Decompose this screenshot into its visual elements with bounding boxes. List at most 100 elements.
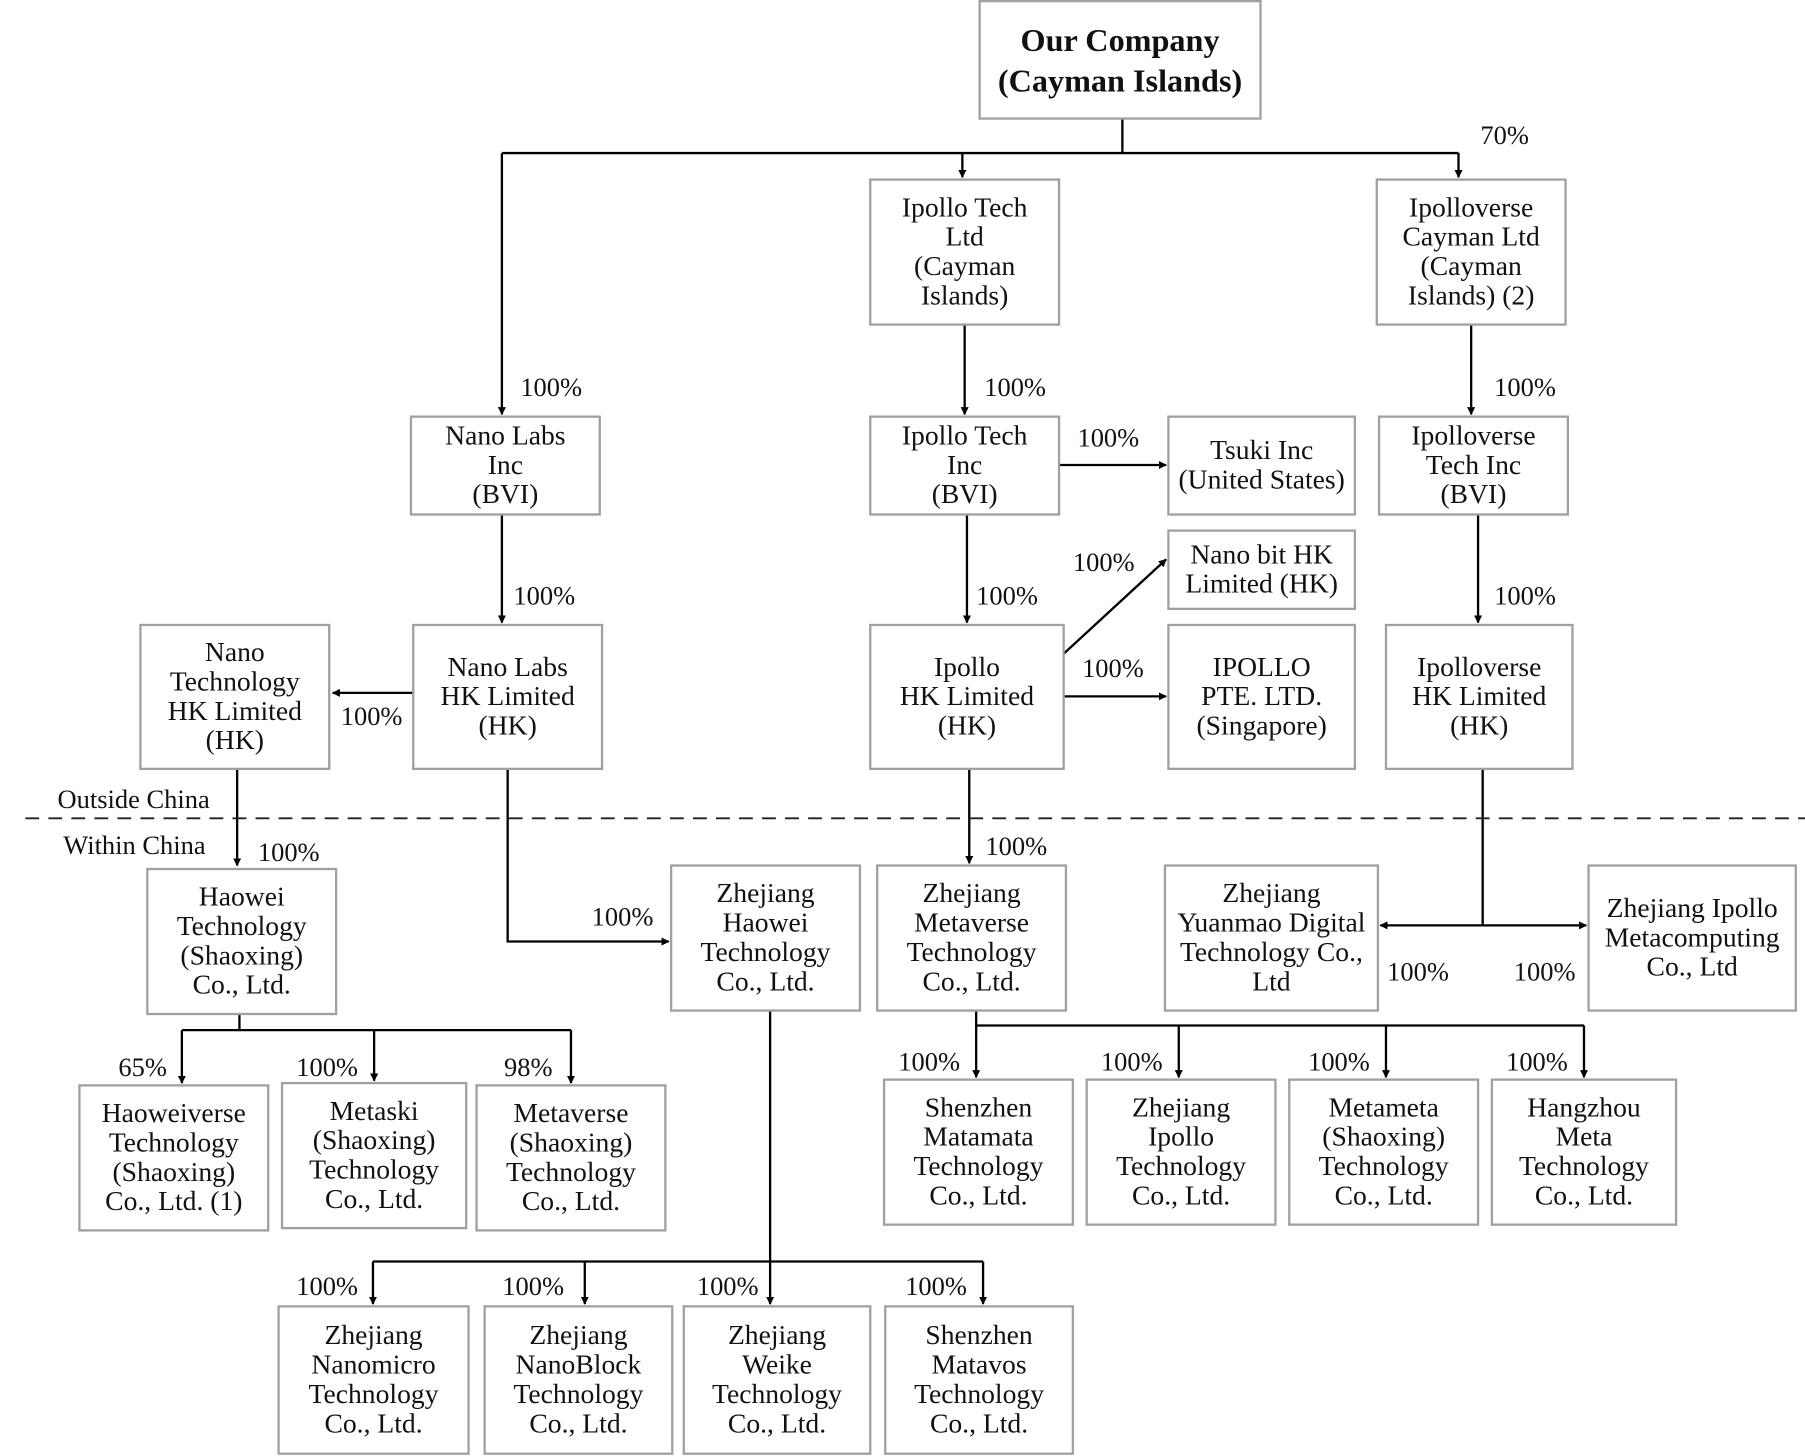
ownership-percentage: 70% — [1480, 120, 1529, 150]
entity-name-line: Ipolloverse — [1409, 191, 1533, 222]
entity-name-line: Weike — [742, 1349, 812, 1380]
ownership-percentage: 100% — [898, 1046, 960, 1076]
entity-name-line: Technology — [1116, 1150, 1246, 1181]
entity-box-border — [682, 1305, 872, 1455]
entity-box-border — [1167, 623, 1357, 771]
ownership-percentage: 100% — [1494, 372, 1556, 402]
entity-box-parent: Our Company(Cayman Islands) — [978, 0, 1262, 120]
entity-name-line: Zhejiang — [728, 1319, 826, 1350]
entity-name-line: Meta — [1556, 1121, 1613, 1152]
entity-name-line: Zhejiang — [922, 877, 1020, 908]
entity-box-border — [869, 415, 1061, 516]
entity-name-line: Co., Ltd. — [1535, 1179, 1633, 1210]
entity-box-border — [146, 867, 338, 1016]
entity-name-line: IPOLLO — [1213, 651, 1311, 682]
entity-name-line: Ipolloverse — [1411, 419, 1535, 450]
entity-name-line: (Cayman — [914, 250, 1015, 281]
entity-name-line: Metameta — [1328, 1091, 1438, 1122]
entity-box-border — [277, 1305, 470, 1455]
edges-layer — [177, 118, 1589, 1305]
entity-name-line: Ipollo — [1148, 1121, 1214, 1152]
entity-name-line: Technology — [513, 1378, 643, 1409]
entity-name-line: (BVI) — [1440, 478, 1506, 509]
entity-box-border — [884, 1305, 1075, 1455]
ownership-line — [1062, 558, 1167, 655]
entity-name-line: Shenzhen — [925, 1091, 1033, 1122]
entity-name-line: (Cayman Islands) — [998, 62, 1242, 98]
entity-name-line: (United States) — [1178, 463, 1344, 494]
entity-name-line: Zhejiang — [529, 1319, 627, 1350]
entity-name-line: Ltd — [1252, 965, 1291, 996]
entity-name-line: Limited (HK) — [1185, 568, 1338, 599]
entity-name-line: NanoBlock — [516, 1349, 642, 1380]
entity-name-line: Haowei — [199, 881, 285, 912]
entity-box-border — [1377, 415, 1570, 516]
ownership-percentage: 100% — [296, 1052, 358, 1082]
ownership-percentage: 100% — [697, 1271, 759, 1301]
ownership-percentage: 100% — [1082, 653, 1144, 683]
ownership-line — [506, 768, 670, 946]
entity-name-line: (Shaoxing) — [180, 939, 303, 970]
entity-box-border — [882, 1078, 1075, 1226]
entity-name-line: Technology — [701, 936, 831, 967]
entity-name-line: Co., Ltd. — [929, 1179, 1027, 1210]
entity-name-line: Technology — [170, 665, 300, 696]
entity-name-line: Nano Labs — [447, 651, 567, 682]
entity-name-line: Metaverse — [513, 1097, 628, 1128]
entity-name-line: (Shaoxing) — [313, 1124, 436, 1155]
entity-name-line: Matamata — [923, 1121, 1033, 1152]
ownership-percentage: 100% — [984, 372, 1046, 402]
ownership-percentage: 100% — [1073, 547, 1135, 577]
entity-name-line: Co., Ltd. — [930, 1407, 1028, 1438]
entity-name-line: Technology — [309, 1153, 439, 1184]
entity-name-line: Zhejiang — [716, 877, 814, 908]
entity-name-line: Nano bit HK — [1190, 538, 1333, 569]
entity-name-line: Ipollo Tech — [902, 419, 1028, 450]
entity-name-line: Technology — [712, 1378, 842, 1409]
entity-name-line: (HK) — [206, 724, 264, 755]
entity-name-line: Technology — [914, 1378, 1044, 1409]
entity-name-line: (Cayman — [1421, 250, 1522, 281]
entity-name-line: (HK) — [938, 709, 996, 740]
ownership-percentage: 100% — [1506, 1046, 1568, 1076]
entity-name-line: Co., Ltd. — [522, 1185, 620, 1216]
entity-name-line: Technology — [177, 910, 307, 941]
entity-name-line: (HK) — [1450, 709, 1508, 740]
entity-box-border — [1288, 1078, 1480, 1226]
entity-name-line: Tsuki Inc — [1210, 434, 1313, 465]
entity-name-line: Technology — [506, 1156, 636, 1187]
entity-name-line: Co., Ltd. — [716, 965, 814, 996]
entity-box-border — [1375, 178, 1567, 326]
entity-name-line: Metacomputing — [1605, 921, 1780, 952]
entity-name-line: Co., Ltd. — [529, 1407, 627, 1438]
entity-box-border — [978, 0, 1262, 120]
entity-box-border — [869, 623, 1065, 771]
ownership-percentage: 100% — [1308, 1046, 1370, 1076]
ownership-percentage: 100% — [296, 1271, 358, 1301]
entity-box-border — [1167, 529, 1357, 611]
entity-name-line: (BVI) — [932, 478, 998, 509]
entity-box-tsuki: Tsuki Inc(United States) — [1167, 415, 1357, 516]
ownership-percentage: 65% — [118, 1052, 167, 1082]
entity-name-line: Technology — [309, 1378, 439, 1409]
entity-name-line: Zhejiang — [324, 1319, 422, 1350]
entity-name-line: HK Limited — [168, 695, 302, 726]
entity-name-line: Nano Labs — [445, 419, 565, 450]
entity-name-line: HK Limited — [900, 680, 1034, 711]
ownership-percentage: 100% — [985, 831, 1047, 861]
